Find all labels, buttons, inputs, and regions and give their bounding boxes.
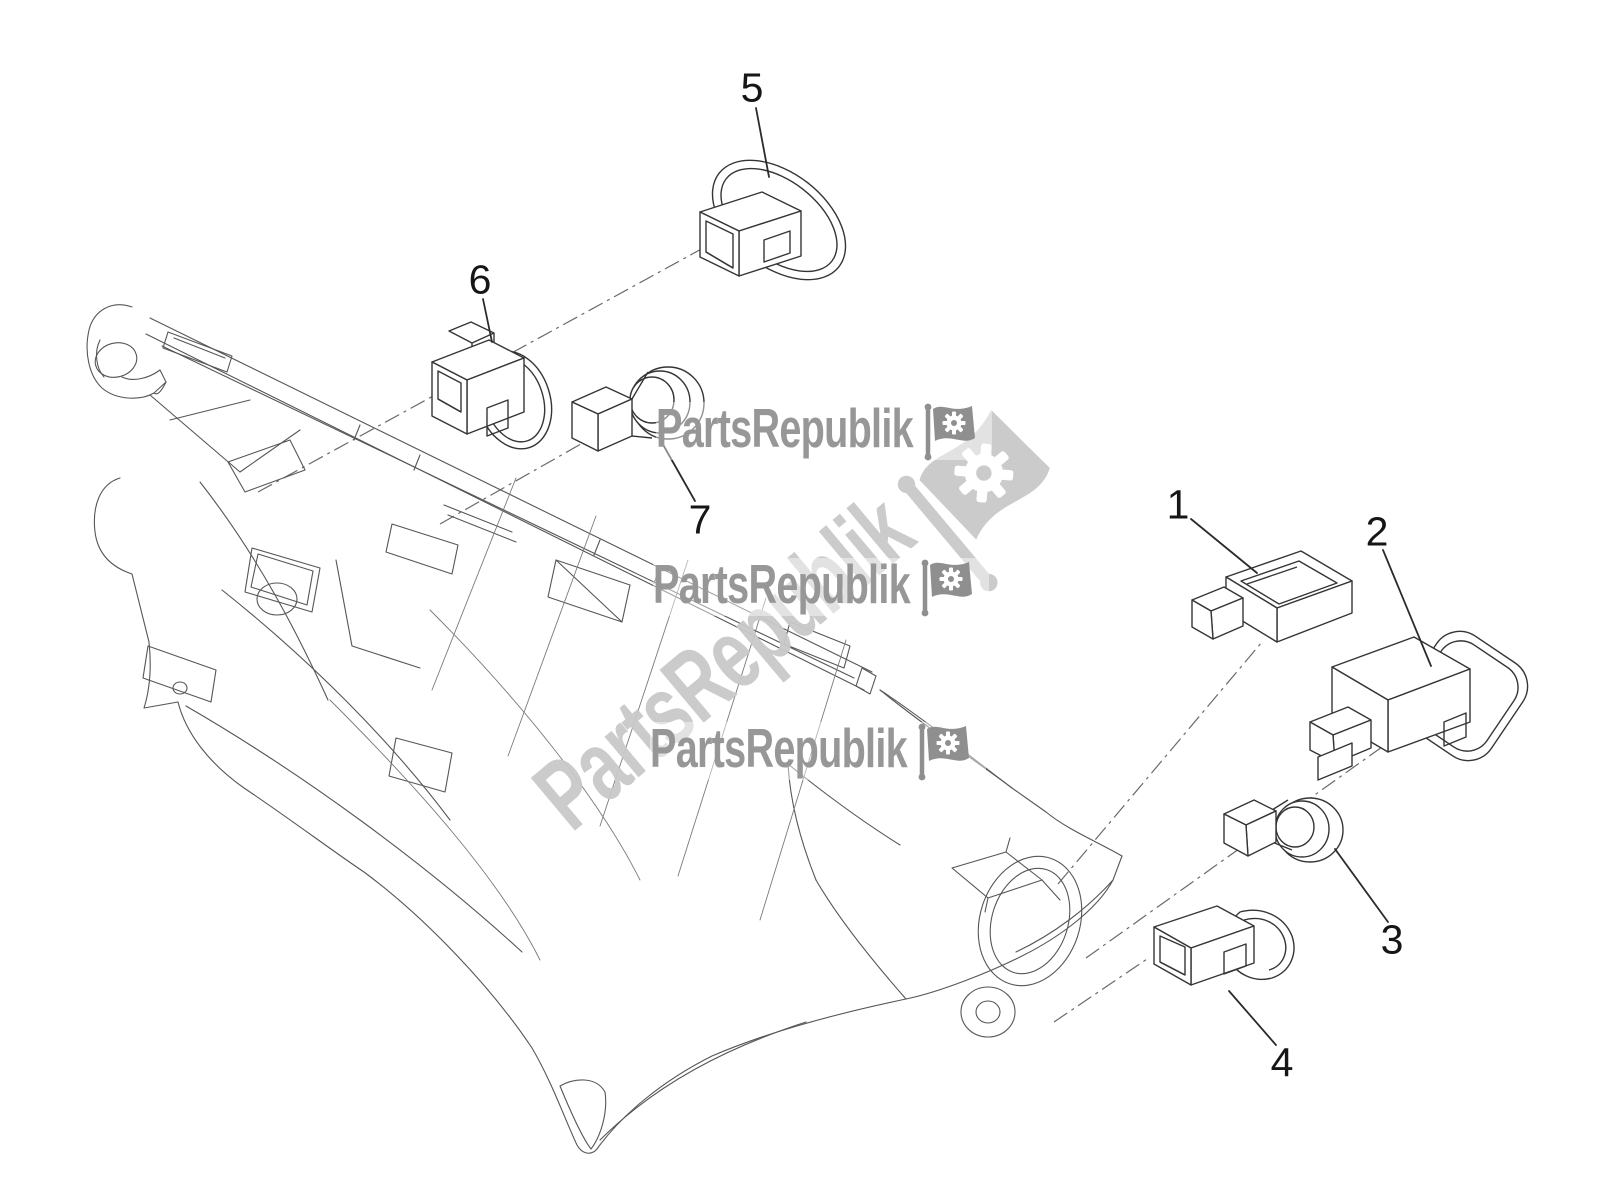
watermark-brand-text: PartsRepublik xyxy=(656,397,914,459)
part-callout-7: 7 xyxy=(688,496,712,543)
watermark-horizontal-bottom: PartsRepublik xyxy=(650,717,986,781)
flag-gear-icon xyxy=(921,559,972,617)
part-4-switch-art xyxy=(1153,905,1295,986)
part-5-switch-art xyxy=(699,159,847,281)
part-3-switch-art xyxy=(1223,797,1344,863)
flag-gear-icon xyxy=(897,410,1050,592)
part-callout-4: 4 xyxy=(1270,1039,1294,1086)
part-callout-2: 2 xyxy=(1365,508,1389,555)
part-callout-6: 6 xyxy=(468,256,492,303)
handlebar-cover-art xyxy=(86,304,1123,1154)
part-6-switch-art xyxy=(431,321,553,450)
part-1-switch-art xyxy=(1191,550,1353,643)
part-2-switch-art xyxy=(1309,630,1529,781)
part-7-switch-art xyxy=(571,366,705,452)
watermark-brand-text: PartsRepublik xyxy=(650,717,908,779)
watermark-diagonal: PartsRepublik xyxy=(513,320,1144,850)
watermark-brand-text: PartsRepublik xyxy=(653,553,911,615)
watermark-horizontal-top: PartsRepublik xyxy=(656,397,992,461)
callout-leader-lines xyxy=(482,107,1432,1046)
part-callout-1: 1 xyxy=(1166,481,1190,528)
part-callout-3: 3 xyxy=(1380,916,1404,963)
flag-gear-icon xyxy=(918,723,969,781)
part-callout-5: 5 xyxy=(740,64,764,111)
watermark-horizontal-middle: PartsRepublik xyxy=(653,553,989,617)
flag-gear-icon xyxy=(924,403,975,461)
